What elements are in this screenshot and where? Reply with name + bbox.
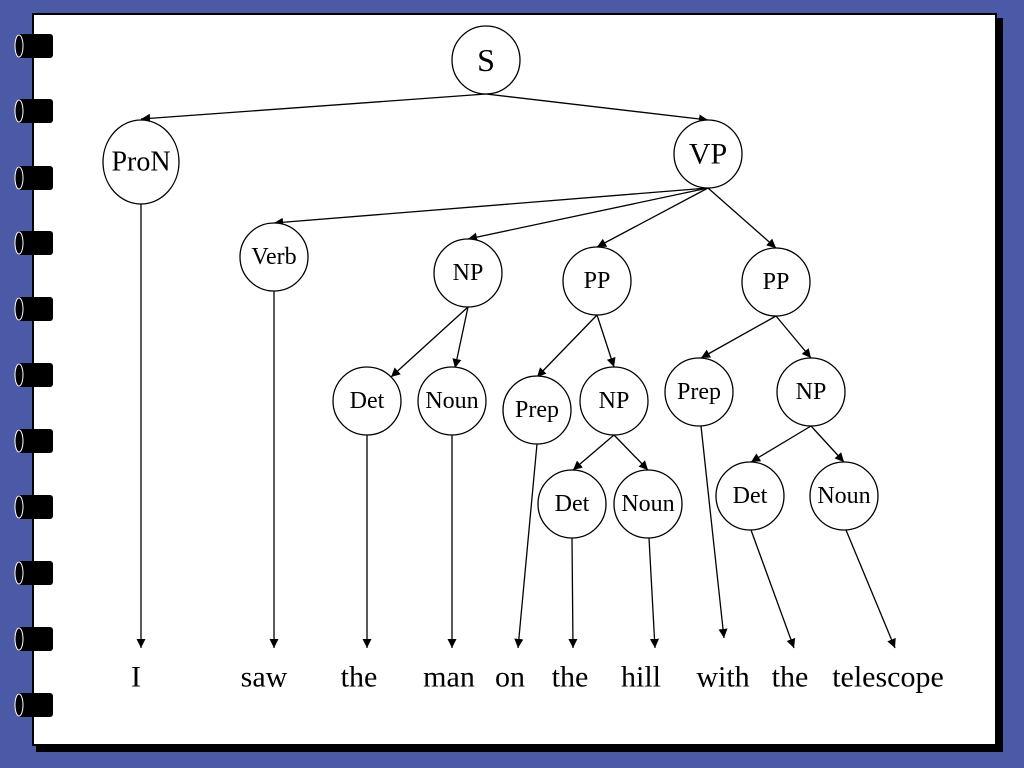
binder-ring-icon bbox=[14, 561, 53, 585]
node-noun3: Noun bbox=[809, 461, 879, 531]
binder-ring-icon bbox=[14, 231, 53, 255]
node-label: S bbox=[477, 42, 495, 78]
node-noun2: Noun bbox=[613, 469, 683, 539]
binder-ring-icon bbox=[14, 363, 53, 387]
node-pron: ProN bbox=[102, 119, 180, 205]
edge bbox=[810, 425, 845, 463]
node-s: S bbox=[451, 25, 521, 95]
edge bbox=[485, 93, 709, 124]
binder-ring-icon bbox=[14, 99, 53, 123]
edge bbox=[390, 306, 469, 378]
edge bbox=[536, 314, 598, 378]
edge bbox=[452, 306, 469, 369]
edge bbox=[750, 529, 796, 649]
node-label: Det bbox=[555, 491, 590, 517]
node-label: VP bbox=[689, 138, 727, 171]
binder-ring-icon bbox=[14, 429, 53, 453]
node-label: NP bbox=[796, 379, 827, 405]
binder-ring-icon bbox=[14, 693, 53, 717]
node-verb: Verb bbox=[239, 222, 309, 292]
sentence: I saw the man on the hill with the teles… bbox=[131, 661, 944, 694]
word: the bbox=[341, 661, 378, 694]
node-det1: Det bbox=[332, 366, 402, 436]
edge bbox=[140, 93, 487, 123]
node-np3: NP bbox=[776, 357, 846, 427]
node-label: Noun bbox=[817, 483, 870, 509]
edge bbox=[700, 315, 777, 359]
node-prep1: Prep bbox=[502, 375, 572, 445]
edge bbox=[648, 537, 660, 649]
node-pp2: PP bbox=[741, 247, 811, 317]
node-label: Prep bbox=[677, 379, 721, 405]
binder-ring-icon bbox=[14, 297, 53, 321]
node-vp: VP bbox=[673, 119, 743, 189]
edge bbox=[596, 314, 616, 368]
node-label: ProN bbox=[111, 147, 170, 178]
node-prep2: Prep bbox=[664, 357, 734, 427]
word: with bbox=[696, 661, 749, 694]
node-np1: NP bbox=[433, 238, 503, 308]
edge bbox=[845, 529, 896, 649]
node-label: Det bbox=[733, 483, 768, 509]
node-label: NP bbox=[599, 388, 630, 414]
edge bbox=[467, 187, 709, 242]
binder-ring-icon bbox=[14, 34, 53, 58]
tree-edges bbox=[136, 93, 896, 649]
word: the bbox=[552, 661, 589, 694]
edge bbox=[775, 315, 812, 359]
edge bbox=[273, 187, 709, 227]
node-label: PP bbox=[763, 269, 790, 295]
edge bbox=[613, 434, 649, 471]
tree-nodes: S ProN VP Verb NP PP PP Det bbox=[102, 25, 879, 539]
node-label: Noun bbox=[425, 388, 478, 414]
node-label: PP bbox=[584, 268, 611, 294]
node-label: Noun bbox=[621, 491, 674, 517]
word: the bbox=[772, 661, 809, 694]
word: saw bbox=[241, 661, 288, 694]
binder-ring-icon bbox=[14, 627, 53, 651]
edge bbox=[568, 537, 578, 649]
word: on bbox=[495, 661, 525, 694]
edge bbox=[750, 425, 812, 463]
edge bbox=[514, 443, 538, 649]
edge bbox=[700, 425, 728, 639]
word: hill bbox=[621, 661, 661, 694]
node-label: Verb bbox=[251, 244, 296, 270]
node-label: Det bbox=[350, 388, 385, 414]
edge bbox=[572, 434, 615, 471]
edge bbox=[596, 187, 709, 248]
binder-ring-icon bbox=[14, 495, 53, 519]
node-np2: NP bbox=[579, 366, 649, 436]
node-pp1: PP bbox=[562, 246, 632, 316]
node-noun1: Noun bbox=[417, 366, 487, 436]
node-label: NP bbox=[453, 260, 484, 286]
node-label: Prep bbox=[515, 397, 559, 423]
edge bbox=[707, 187, 777, 249]
word: telescope bbox=[832, 661, 944, 694]
word: I bbox=[131, 661, 141, 694]
node-det3: Det bbox=[715, 461, 785, 531]
binder-ring-icon bbox=[14, 166, 53, 190]
node-det2: Det bbox=[537, 469, 607, 539]
word: man bbox=[423, 661, 475, 694]
